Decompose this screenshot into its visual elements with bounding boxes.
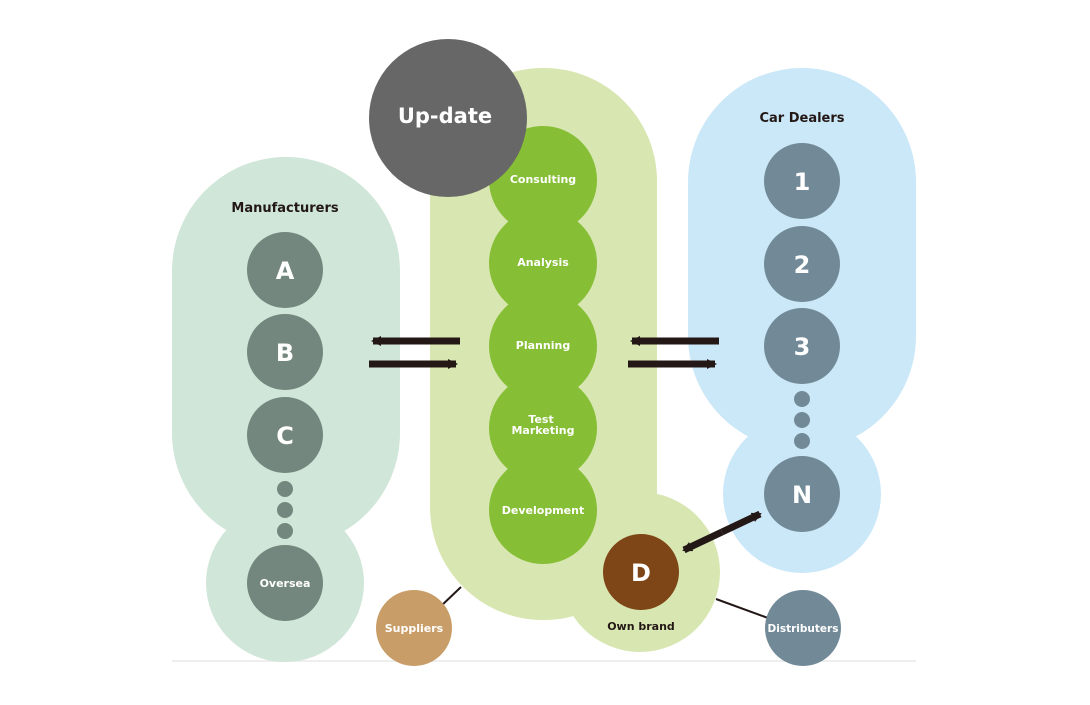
manufacturers-group: Manufacturers A B C Oversea (172, 157, 400, 662)
process-step-analysis[interactable]: Analysis (489, 209, 597, 317)
dealer-circle (764, 143, 840, 219)
update-node[interactable]: Up-date (369, 39, 527, 197)
distributors-connector (715, 598, 769, 619)
ellipsis-dot (794, 391, 810, 407)
process-step-label: Planning (516, 339, 570, 352)
dealer-label: 3 (794, 333, 811, 361)
ellipsis-dot (794, 412, 810, 428)
manufacturer-item[interactable]: C (247, 397, 323, 473)
manufacturer-circle (247, 397, 323, 473)
process-step-planning[interactable]: Planning (489, 292, 597, 400)
dealer-item[interactable]: 1 (764, 143, 840, 219)
process-step-circle (489, 209, 597, 317)
ellipsis-dot (794, 433, 810, 449)
suppliers-circle (376, 590, 452, 666)
process-step-label: Test Marketing (511, 413, 574, 437)
process-step-label: Analysis (517, 256, 569, 269)
process-step-circle (489, 374, 597, 482)
dealer-circle (764, 456, 840, 532)
dealer-label: 2 (794, 251, 811, 279)
dealer-item[interactable]: 2 (764, 226, 840, 302)
manufacturer-item[interactable]: B (247, 314, 323, 390)
dealer-circle (764, 226, 840, 302)
arrow-own-brand-dealer-n-a (682, 528, 724, 554)
dealers-group: Car Dealers 1 2 3 N (688, 68, 916, 573)
ellipsis-dot (277, 481, 293, 497)
process-step-label: Consulting (510, 173, 576, 186)
manufacturer-circle (247, 232, 323, 308)
update-circle (369, 39, 527, 197)
dealer-label: 1 (794, 168, 811, 196)
process-step-label: Development (502, 504, 584, 517)
process-step-circle (489, 292, 597, 400)
update-label: Up-date (398, 104, 492, 128)
arrows (369, 336, 762, 554)
distributors-label: Distributers (768, 623, 839, 635)
process-step-development[interactable]: Development (489, 456, 597, 564)
manufacturer-circle (247, 314, 323, 390)
manufacturers-title: Manufacturers (231, 201, 338, 216)
ellipsis-dot (277, 502, 293, 518)
arrow-own-brand-dealer-n-b (720, 510, 762, 536)
manufacturer-item[interactable]: A (247, 232, 323, 308)
process-step-circle (489, 456, 597, 564)
manufacturer-label: B (276, 339, 294, 367)
distributors-node[interactable]: Distributers (765, 590, 841, 666)
manufacturer-label: A (276, 257, 295, 285)
suppliers-connector (439, 586, 462, 608)
distributors-circle (765, 590, 841, 666)
overseas-circle (247, 545, 323, 621)
ellipsis-dot (277, 523, 293, 539)
process-step-label-line: Marketing (511, 424, 574, 437)
own-brand-letter: D (631, 559, 651, 587)
dealers-title: Car Dealers (759, 111, 844, 126)
dealer-item[interactable]: 3 (764, 308, 840, 384)
dealer-label: N (792, 481, 812, 509)
dealer-item-n[interactable]: N (764, 456, 840, 532)
manufacturer-label: C (276, 422, 294, 450)
own-brand-circle (603, 534, 679, 610)
suppliers-label: Suppliers (385, 622, 444, 635)
own-brand-node[interactable]: D (603, 534, 679, 610)
process-step-label-line: Test (528, 413, 553, 426)
dealer-circle (764, 308, 840, 384)
process-step-test-marketing[interactable]: Test Marketing (489, 374, 597, 482)
suppliers-node[interactable]: Suppliers (376, 590, 452, 666)
overseas-label: Oversea (260, 577, 311, 590)
overseas-item[interactable]: Oversea (247, 545, 323, 621)
own-brand-caption: Own brand (607, 620, 675, 633)
